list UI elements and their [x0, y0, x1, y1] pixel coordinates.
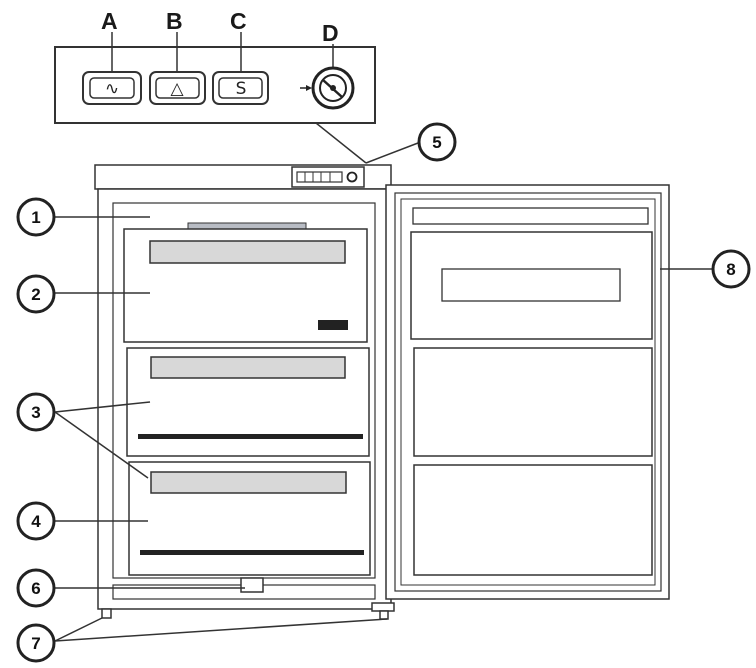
svg-text:3: 3 — [31, 403, 40, 422]
svg-text:4: 4 — [31, 512, 41, 531]
label-a: A — [101, 8, 118, 34]
drawer-1[interactable] — [123, 228, 368, 343]
callout-8: 8 — [711, 249, 751, 289]
callout-7: 7 — [16, 623, 56, 663]
callout-1: 1 — [16, 197, 56, 237]
svg-text:5: 5 — [432, 133, 441, 152]
leader-lines — [54, 142, 712, 642]
wave-icon: ∿ — [105, 79, 119, 99]
button-c[interactable]: S — [212, 71, 269, 105]
svg-text:6: 6 — [31, 579, 40, 598]
thermostat-knob-icon[interactable] — [300, 66, 355, 110]
button-a[interactable]: ∿ — [82, 71, 142, 105]
foot-left — [101, 608, 112, 619]
svg-text:2: 2 — [31, 285, 40, 304]
triangle-icon: △ — [170, 79, 184, 99]
callout-3: 3 — [16, 392, 56, 432]
label-b: B — [166, 8, 183, 34]
callout-5: 5 — [417, 122, 457, 162]
callout-4: 4 — [16, 501, 56, 541]
plinth-grille — [240, 577, 264, 593]
svg-text:1: 1 — [31, 208, 40, 227]
inset-leader — [315, 122, 367, 164]
svg-text:8: 8 — [726, 260, 735, 279]
callout-6: 6 — [16, 568, 56, 608]
freezer-cabinet — [94, 164, 395, 620]
button-b[interactable]: △ — [149, 71, 206, 105]
callout-2: 2 — [16, 274, 56, 314]
door-shelf-3 — [413, 464, 653, 576]
door-shelf-2 — [413, 347, 653, 457]
drawer-2[interactable] — [126, 347, 370, 457]
foot-right — [371, 602, 395, 612]
svg-text:7: 7 — [31, 634, 40, 653]
control-panel-inset: A B C D ∿ △ S — [54, 8, 376, 124]
s-icon: S — [236, 79, 247, 99]
freezer-door[interactable] — [385, 184, 670, 600]
label-d: D — [322, 20, 339, 46]
drawer-3[interactable] — [128, 461, 371, 576]
label-c: C — [230, 8, 247, 34]
